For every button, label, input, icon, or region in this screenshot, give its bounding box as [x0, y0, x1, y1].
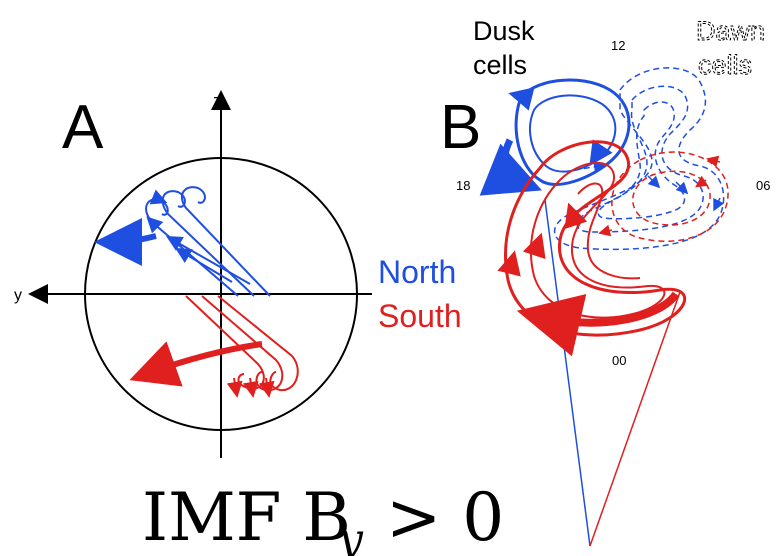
north-field-lines	[94, 186, 271, 297]
dawn-label-line1: Dawn	[696, 16, 765, 46]
mlt-18-label: 18	[456, 178, 470, 193]
imf-formula: IMF B y > 0	[142, 479, 504, 556]
south-projection-line	[589, 291, 681, 547]
panel-b-label: B	[440, 93, 481, 162]
legend-south: South	[378, 298, 462, 334]
dawn-label-line2: cells	[698, 50, 752, 80]
formula-subscript: y	[336, 514, 364, 556]
dusk-label-line1: Dusk	[473, 16, 535, 46]
dusk-label-line2: cells	[473, 50, 527, 80]
north-projection-line	[544, 199, 591, 547]
mlt-12-label: 12	[611, 38, 625, 53]
mlt-00-label: 00	[612, 353, 626, 368]
panel-b: B Dusk cells Dawn cells 12 18 06 00	[440, 16, 770, 547]
legend-north: North	[378, 254, 456, 290]
z-axis-label: Z	[213, 95, 223, 112]
panel-a: A Z y North South	[14, 90, 462, 458]
mlt-06-label: 06	[756, 178, 770, 193]
formula-relation: > 0	[386, 479, 504, 556]
panel-a-label: A	[62, 93, 104, 162]
dusk-cells	[479, 78, 687, 357]
formula-main: IMF B	[142, 479, 351, 556]
y-axis-label: y	[14, 287, 22, 304]
dawn-cells	[553, 67, 729, 251]
south-field-lines	[129, 295, 299, 398]
